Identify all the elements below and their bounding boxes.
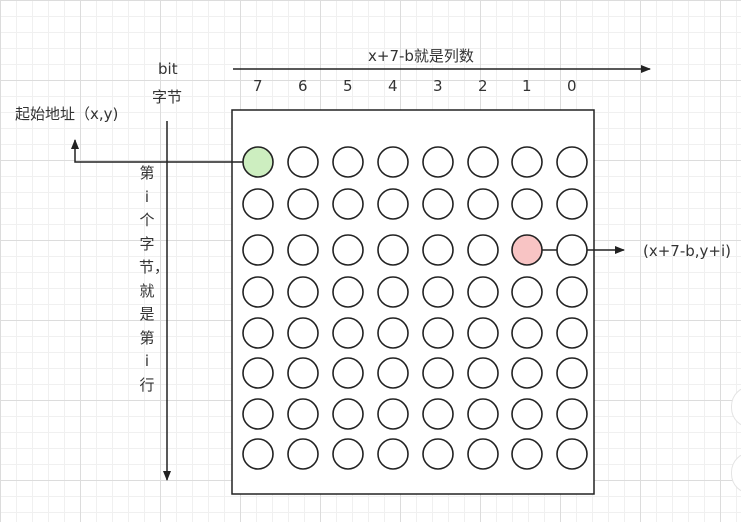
led-dot [556,146,588,178]
led-dot [377,146,409,178]
led-dot [287,317,319,349]
led-dot [556,438,588,470]
led-dot [287,276,319,308]
led-dot [511,146,543,178]
led-dot [332,398,364,430]
column-number: 7 [253,77,263,95]
column-number: 5 [343,77,353,95]
led-dot [467,234,499,266]
top-label: x+7-b就是列数 [368,47,474,65]
column-number: 3 [433,77,443,95]
led-dot [287,398,319,430]
led-dot [242,438,274,470]
led-dot [556,276,588,308]
led-dot [332,438,364,470]
led-dot [287,357,319,389]
led-dot [242,317,274,349]
led-dot [422,188,454,220]
led-dot [377,357,409,389]
led-dot [467,317,499,349]
column-number: 2 [478,77,488,95]
led-dot [332,357,364,389]
led-dot [467,357,499,389]
led-dot [287,438,319,470]
led-dot [422,438,454,470]
led-dot [511,317,543,349]
led-dot [556,357,588,389]
led-dot [511,398,543,430]
led-dot [467,438,499,470]
start-connector [71,139,243,163]
led-dot [556,188,588,220]
led-dot [332,317,364,349]
led-dot [511,188,543,220]
led-dot [287,146,319,178]
led-dot [556,317,588,349]
led-dot [422,234,454,266]
column-number: 4 [388,77,398,95]
led-dot [467,276,499,308]
led-dot [377,276,409,308]
led-dot [422,357,454,389]
led-dot [556,398,588,430]
led-dot [332,146,364,178]
led-dot [511,438,543,470]
led-dot [287,234,319,266]
led-dot [332,276,364,308]
led-dot [377,398,409,430]
byte-label: 字节 [152,88,183,106]
led-dot [242,276,274,308]
led-dot [422,276,454,308]
led-dot [422,398,454,430]
led-dot [467,188,499,220]
start-led-dot [242,146,274,178]
target-coordinate-label: (x+7-b,y+i) [643,242,732,260]
led-dot [242,357,274,389]
bit-label: bit [158,60,178,78]
led-dot [511,276,543,308]
column-number: 0 [567,77,577,95]
led-dot [377,188,409,220]
target-led-dot [511,234,543,266]
led-dot [422,146,454,178]
led-dot [467,146,499,178]
led-grid [242,146,588,470]
led-dot [377,438,409,470]
led-dot [332,188,364,220]
led-dot [332,234,364,266]
column-number: 6 [298,77,308,95]
row-description-label: 第i个字节，就是第i行 [139,164,170,394]
column-number: 1 [522,77,532,95]
start-address-label: 起始地址（x,y) [15,105,119,123]
led-dot [287,188,319,220]
led-dot [242,234,274,266]
led-dot [377,317,409,349]
led-dot [467,398,499,430]
led-dot [422,317,454,349]
led-dot [377,234,409,266]
led-dot [511,357,543,389]
led-dot [242,188,274,220]
led-dot [556,234,588,266]
led-dot [242,398,274,430]
